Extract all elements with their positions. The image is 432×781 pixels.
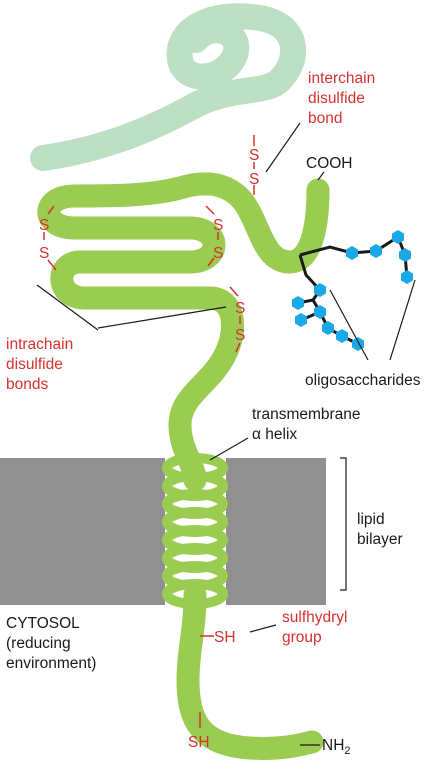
- second-polypeptide-chain: [30, 3, 306, 171]
- sugar-hexagon: [346, 246, 358, 260]
- nh-subscript: 2: [344, 745, 350, 757]
- bond-line: [47, 259, 57, 271]
- transmembrane-helix: [162, 453, 228, 609]
- lipid-bilayer-right: [226, 458, 326, 605]
- sugar-hexagon: [295, 313, 307, 327]
- sulfur-atom: S: [213, 217, 223, 234]
- sugar-hexagon: [292, 296, 304, 310]
- leader-line-intrachain-2: [36, 284, 99, 331]
- intrachain-bonds-label: intrachain disulfide bonds: [6, 336, 78, 393]
- sugar-hexagon: [314, 283, 326, 297]
- sugar-hexagon: [322, 321, 334, 335]
- bond-line: [229, 286, 239, 297]
- lipid-bilayer-label: lipid bilayer: [357, 511, 403, 548]
- bond-line: [47, 205, 55, 215]
- leader-line-oligo-1: [329, 289, 369, 361]
- sulfur-atom: S: [235, 327, 245, 344]
- bond-line: [207, 257, 215, 267]
- sugar-hexagon: [370, 244, 382, 258]
- leader-line-transmembrane: [209, 437, 249, 461]
- sulfhydryl-group-label: sulfhydryl group: [282, 609, 352, 646]
- terminal-sh-label: SH: [188, 734, 210, 751]
- leader-line-interchain: [265, 122, 301, 173]
- sulfur-atom: S: [235, 300, 245, 317]
- leader-lines: [36, 122, 416, 746]
- bond-line: [205, 205, 215, 215]
- sugar-link: [318, 311, 359, 346]
- bond-line: [235, 342, 241, 353]
- leader-line-cooh: [317, 171, 325, 181]
- sulfur-atom: S: [249, 147, 259, 164]
- oligosaccharide-chains: [292, 230, 413, 351]
- sugar-hexagon: [392, 230, 404, 244]
- sugar-hexagon: [401, 270, 413, 284]
- sulfur-atom: S: [249, 171, 259, 188]
- polypeptide-chain: [37, 172, 330, 760]
- amino-terminus-label: NH2: [322, 737, 351, 757]
- sulfur-atom: S: [39, 217, 49, 234]
- leader-line-sulfhydryl: [249, 624, 277, 633]
- sugar-hexagon: [399, 248, 411, 262]
- sugar-link: [298, 254, 322, 301]
- sugar-hexagon: [314, 305, 326, 319]
- leader-line-intrachain-1: [97, 306, 227, 329]
- sulfhydryl-sh-label: SH: [214, 629, 236, 646]
- lipid-bilayer-left: [0, 458, 165, 605]
- cytosol-label: CYTOSOL (reducing environment): [6, 615, 96, 672]
- helix-coil: [162, 579, 228, 609]
- disulfide-bond-lines: [43, 135, 255, 728]
- sugar-hexagon: [336, 329, 348, 343]
- lipid-bilayer-bracket: [340, 457, 347, 591]
- sulfur-atom: S: [39, 245, 49, 262]
- sulfur-atom: S: [213, 245, 223, 262]
- nh-text: NH: [322, 737, 344, 754]
- interchain-bond-label: interchain disulfide bond: [308, 70, 380, 127]
- transmembrane-helix-label: transmembrane α helix: [252, 406, 365, 443]
- cooh-terminus-label: COOH: [306, 155, 353, 172]
- leader-line-oligo-2: [389, 279, 416, 361]
- oligosaccharides-label: oligosaccharides: [305, 372, 421, 389]
